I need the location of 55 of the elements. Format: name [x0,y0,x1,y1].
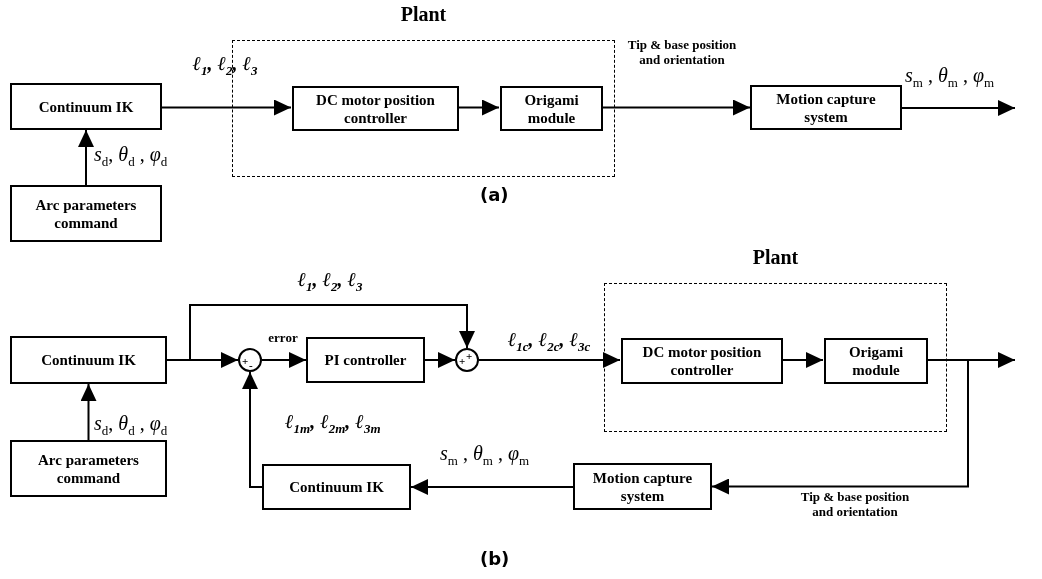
arrow [261,352,307,368]
process-box [573,463,712,510]
arrow [161,99,292,116]
edge-label: s$_{m}$ , θ$_{m}$ , φ$_{m}$ [440,442,531,469]
box-label: DC motor position controller [315,90,436,127]
process-box [10,336,167,384]
arrow [80,383,97,441]
sign-symbol: + [466,351,473,362]
summing-junction [238,348,262,372]
sign-symbol: + [242,356,249,367]
edge-label: Tip & base position and orientation [799,490,911,520]
edge-label: error [267,331,299,346]
box-label: Origami module [847,343,905,379]
process-box [824,338,928,384]
process-box [500,86,603,131]
edge-label: ℓ$_{1m}$, ℓ$_{2m}$, ℓ$_{3m}$ [285,410,382,437]
summing-junction [455,348,479,372]
box-label: Motion capture system [591,468,694,505]
arrow [424,352,456,368]
edge-label: Tip & base position and orientation [626,38,738,68]
box-label: Continuum IK [40,351,137,369]
edge-label: s$_{d}$, θ$_{d}$ , φ$_{d}$ [94,412,169,439]
arrow [410,479,574,495]
box-label: Continuum IK [288,478,385,496]
panel-caption: (a) [480,184,509,205]
box-label: DC motor position controller [641,343,763,379]
arrow [78,129,94,186]
process-box [750,85,902,130]
process-box [10,440,167,497]
box-label: Arc parameters command [37,450,140,487]
process-box [306,337,425,383]
process-box [262,464,411,510]
edge-label: ℓ$_{1}$, ℓ$_{2}$, ℓ$_{3}$ [296,268,364,295]
arrow [478,352,621,368]
edge-label: ℓ$_{1}$, ℓ$_{2}$, ℓ$_{3}$ [191,52,259,79]
arrow [901,100,1016,116]
arrow [711,359,969,495]
process-box [292,86,459,131]
edge-label: s$_{m}$ , θ$_{m}$ , φ$_{m}$ [905,64,996,91]
panel-caption: (b) [480,548,510,569]
box-label: Motion capture system [775,89,877,126]
edge-label: ℓ$_{1c}$, ℓ$_{2c}$, ℓ$_{3c}$ [506,328,592,355]
process-box [10,185,162,242]
box-label: Arc parameters command [34,195,138,232]
process-box [621,338,783,384]
edge-label: s$_{d}$, θ$_{d}$ , φ$_{d}$ [94,143,169,170]
sign-symbol: - [249,360,253,371]
arrow [242,371,263,488]
box-label: PI controller [323,351,408,369]
box-label: Continuum IK [37,97,135,116]
process-box [10,83,162,130]
sign-symbol: + [459,356,466,367]
box-label: Origami module [523,90,580,127]
group-title: Plant [399,3,448,26]
group-title: Plant [751,246,800,269]
